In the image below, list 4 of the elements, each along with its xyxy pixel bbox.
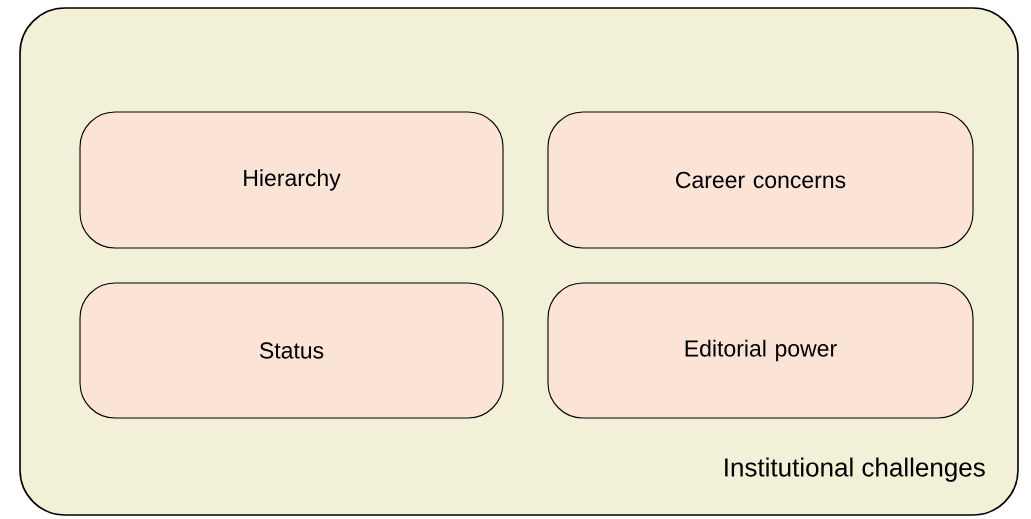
category-box: Status [79, 282, 504, 419]
category-box: Hierarchy [79, 111, 504, 249]
category-box: Career concerns [547, 111, 974, 249]
category-box: Editorial power [547, 282, 974, 419]
